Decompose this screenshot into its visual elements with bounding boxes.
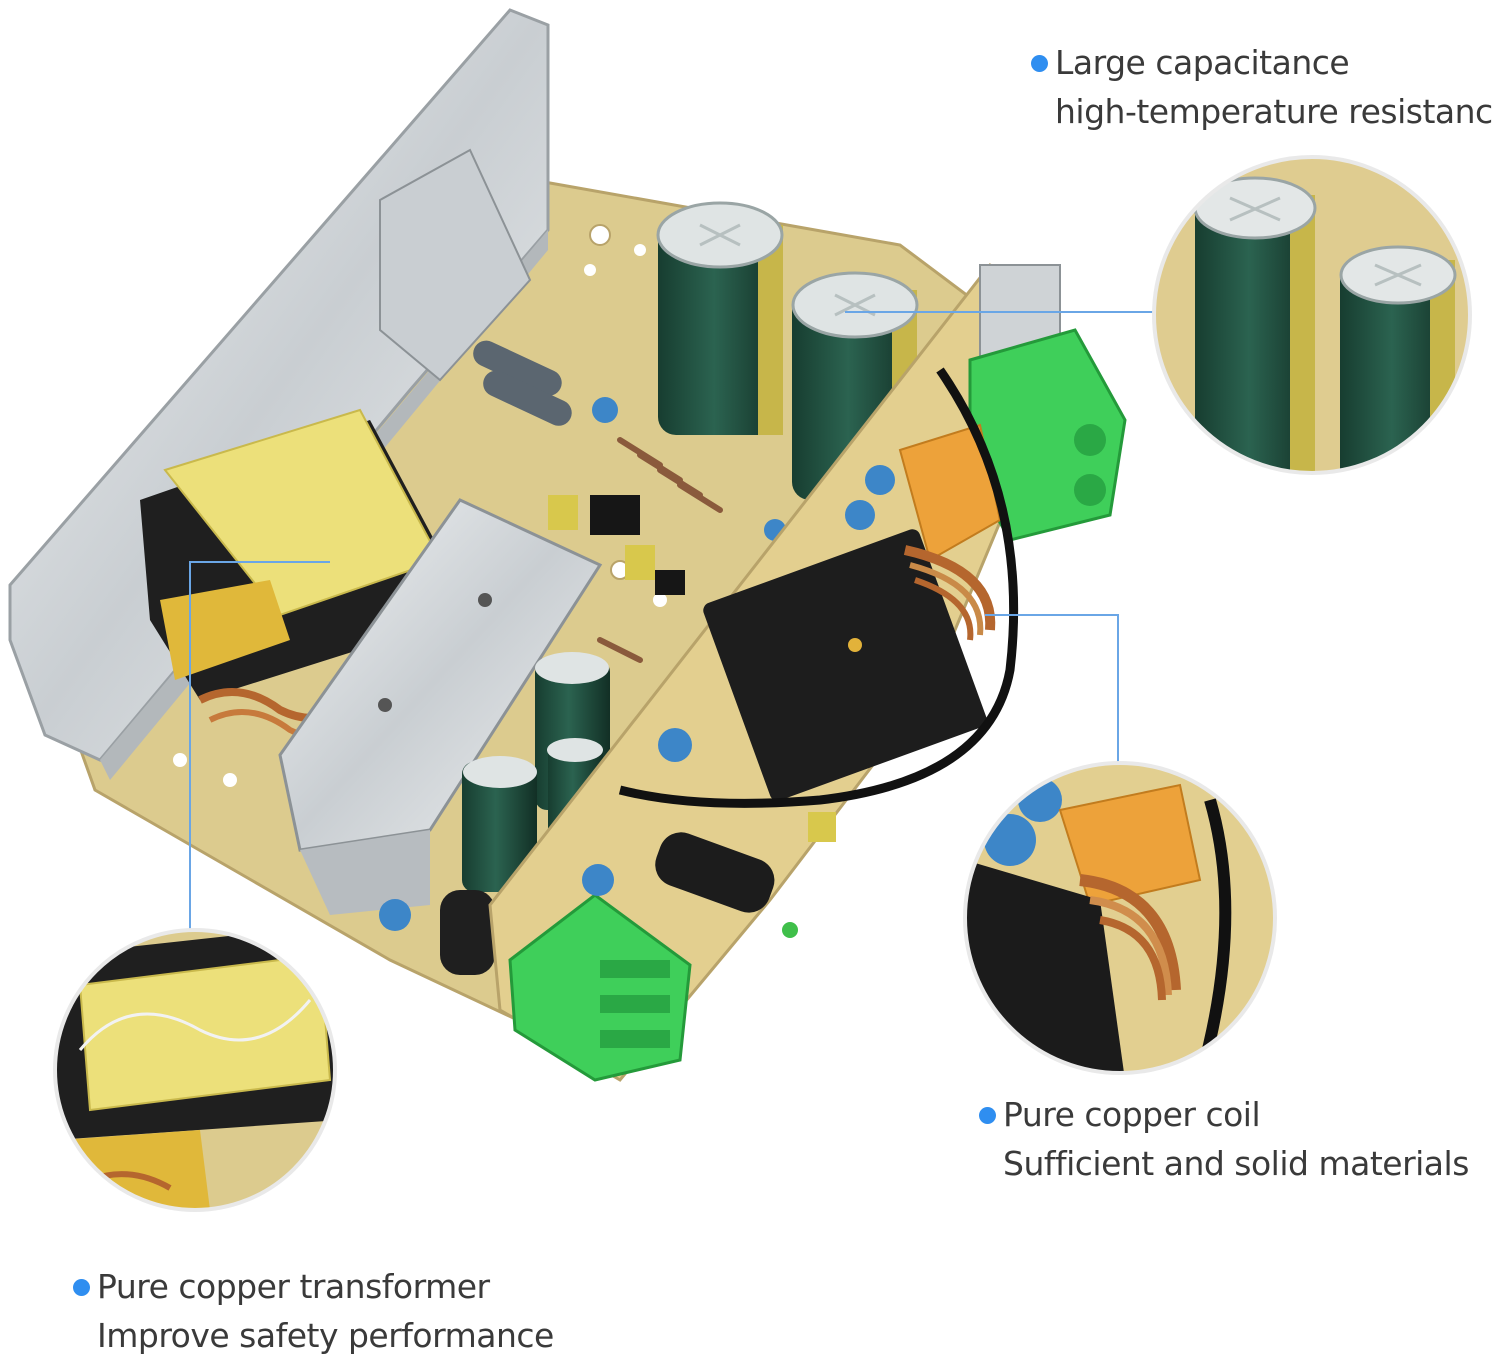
bullet-dot <box>73 1279 90 1296</box>
callout-capacitance-line1: Large capacitance <box>1055 43 1350 82</box>
callout-transformer-line1: Pure copper transformer <box>97 1267 490 1306</box>
zoom-circle-coil <box>963 761 1277 1075</box>
callout-capacitance: Large capacitance high-temperature resis… <box>1031 38 1492 136</box>
bullet-dot <box>979 1107 996 1124</box>
callout-capacitance-line2: high-temperature resistance <box>1055 92 1492 131</box>
leader-lines <box>189 311 1155 948</box>
callout-copper-coil-line2: Sufficient and solid materials <box>1003 1144 1469 1183</box>
callout-transformer: Pure copper transformer Improve safety p… <box>73 1262 554 1360</box>
power-supply-board <box>8 8 1127 1082</box>
green-terminal-bottom <box>508 893 692 1082</box>
heatsink <box>278 498 603 852</box>
zoom-circle-capacitors <box>1152 155 1472 475</box>
callout-transformer-line2: Improve safety performance <box>97 1316 554 1355</box>
zoom-circle-transformer <box>53 928 337 1212</box>
callout-copper-coil-line1: Pure copper coil <box>1003 1095 1261 1134</box>
choke-coil <box>703 529 996 801</box>
bullet-dot <box>1031 55 1048 72</box>
callout-copper-coil: Pure copper coil Sufficient and solid ma… <box>979 1090 1469 1188</box>
